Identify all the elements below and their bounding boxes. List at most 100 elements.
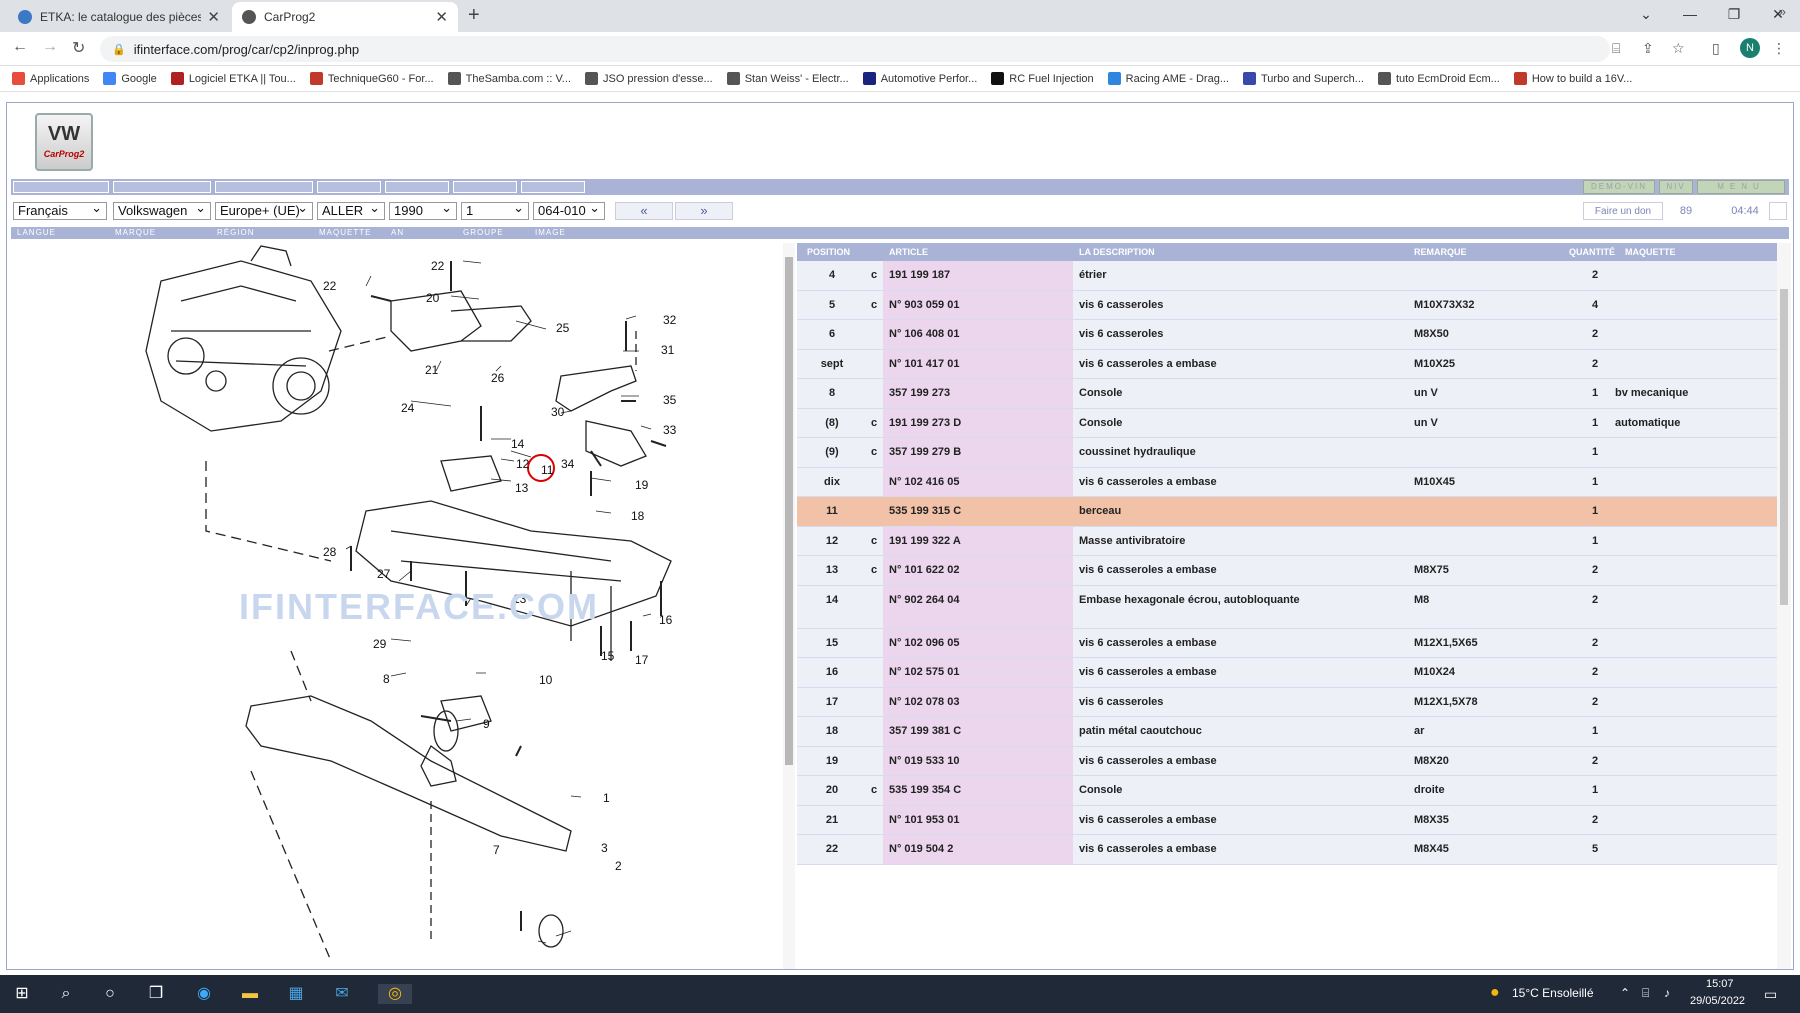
part-callout[interactable]: 20 [426,291,440,305]
forward-icon[interactable]: → [42,38,58,55]
part-callout[interactable]: 24 [401,401,415,415]
back-icon[interactable]: ← [12,38,28,55]
marque-select[interactable]: Volkswagen [113,200,211,220]
more-bookmarks-icon[interactable]: » [1778,4,1786,19]
close-tab-icon[interactable]: ✕ [435,9,448,26]
niv-button[interactable]: NIV [1659,180,1693,194]
part-callout[interactable]: 3 [601,841,608,855]
scroll-thumb[interactable] [785,257,793,765]
bookmark-item[interactable]: Racing AME - Drag... [1107,72,1229,85]
file-explorer-icon[interactable]: ▬ [242,985,258,1002]
mail-icon[interactable]: ✉ [335,985,349,1002]
bookmark-item[interactable]: JSO pression d'esse... [584,72,713,85]
bookmark-item[interactable]: Stan Weiss' - Electr... [726,72,849,85]
part-callout[interactable]: 10 [539,673,553,687]
groupe-select[interactable]: 1 [461,200,529,220]
part-callout[interactable]: 32 [663,313,677,327]
part-callout[interactable]: 9 [483,717,490,731]
chrome-icon[interactable]: ◎ [378,984,412,1004]
task-view-icon[interactable]: ❒ [148,985,164,1002]
tab-search-icon[interactable]: ⌄ [1640,6,1652,22]
profile-avatar[interactable]: N [1740,38,1760,58]
part-callout[interactable]: 26 [491,371,505,385]
part-callout[interactable]: 34 [561,457,575,471]
bookmark-item[interactable]: TechniqueG60 - For... [309,72,434,85]
menu-cell-langue[interactable] [13,181,109,193]
langue-select[interactable]: Français [13,200,107,220]
next-image-button[interactable]: » [675,202,733,220]
faire-un-don-button[interactable]: Faire un don [1583,202,1663,220]
part-callout[interactable]: 17 [635,653,649,667]
part-callout[interactable]: 27 [377,567,391,581]
share-icon[interactable]: ⇪ [1642,40,1654,56]
bookmark-item[interactable]: TheSamba.com :: V... [447,72,571,85]
part-callout[interactable]: 22 [323,279,337,293]
tab-etka[interactable]: ETKA: le catalogue des pièces dé ✕ [8,2,230,32]
minimize-icon[interactable]: — [1683,6,1697,22]
bookmark-star-icon[interactable]: ☆ [1672,40,1685,56]
region-select[interactable]: Europe+ (UE) [215,200,313,220]
clock-date[interactable]: 29/05/2022 [1690,995,1746,1007]
part-callout[interactable]: 28 [323,545,337,559]
image-select[interactable]: 064-010 [533,200,605,220]
part-callout[interactable]: 16 [659,613,673,627]
demo-vin-button[interactable]: DEMO-VIN [1583,180,1655,194]
part-callout[interactable]: 14 [511,437,525,451]
part-callout[interactable]: 25 [556,321,570,335]
part-callout[interactable]: 11 [541,463,554,477]
network-icon[interactable]: ⌸ [1642,986,1650,1000]
side-panel-icon[interactable]: ▯ [1712,40,1720,56]
weather-icon[interactable]: ● [1490,984,1500,1001]
edge-icon[interactable]: ◉ [197,985,211,1002]
menu-button[interactable]: MENU [1697,180,1785,194]
kebab-menu-icon[interactable]: ⋮ [1772,40,1786,56]
scroll-thumb[interactable] [1780,289,1788,605]
bookmark-item[interactable]: tuto EcmDroid Ecm... [1377,72,1500,85]
maquette-select[interactable]: ALLER [317,200,385,220]
part-callout[interactable]: 33 [663,423,677,437]
bookmark-item[interactable]: Google [103,72,157,85]
part-callout[interactable]: 35 [663,393,677,407]
diagram-scrollbar[interactable] [783,243,795,969]
bookmark-item[interactable]: Turbo and Superch... [1243,72,1364,85]
part-callout[interactable]: 15 [601,649,615,663]
volume-icon[interactable]: ♪ [1664,986,1670,1000]
reload-icon[interactable]: ↻ [72,40,86,57]
translate-icon[interactable]: ⌸ [1612,40,1621,56]
bookmark-item[interactable]: How to build a 16V... [1513,72,1632,85]
part-callout[interactable]: 12 [516,457,530,471]
menu-cell-marque[interactable] [113,181,211,193]
part-callout[interactable]: 21 [425,363,439,377]
windows-start-icon[interactable]: ⊞ [15,985,29,1002]
part-callout[interactable]: 29 [373,637,387,651]
restore-icon[interactable]: ❐ [1727,6,1741,22]
store-icon[interactable]: ▦ [288,985,304,1002]
tab-carprog2[interactable]: CarProg2 ✕ [232,2,458,32]
part-callout[interactable]: 2 [615,859,622,873]
bookmark-item[interactable]: Applications [12,72,89,85]
search-icon[interactable]: ⌕ [61,985,71,1002]
menu-cell-groupe[interactable] [453,181,517,193]
new-tab-icon[interactable]: + [468,4,480,26]
menu-cell-an[interactable] [385,181,449,193]
weather-text[interactable]: 15°C Ensoleillé [1512,986,1594,1000]
notifications-icon[interactable]: ▭ [1764,986,1778,1002]
table-scrollbar[interactable] [1777,243,1791,969]
close-window-icon[interactable]: ✕ [1772,6,1784,22]
lock-icon[interactable]: 🔒 [112,43,126,56]
menu-cell-image[interactable] [521,181,585,193]
part-callout[interactable]: 8 [383,672,390,686]
